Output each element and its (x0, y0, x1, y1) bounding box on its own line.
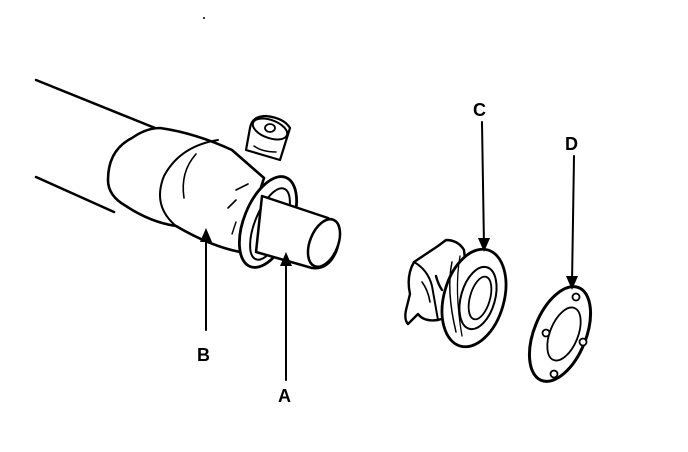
callout-arrow-d (566, 155, 578, 290)
callout-arrow-b (200, 228, 212, 331)
flange-plate (527, 285, 593, 383)
callout-arrow-c (478, 121, 490, 252)
shaft-assembly (34, 78, 342, 270)
grease-fitting (244, 114, 292, 162)
callout-label-c: C (473, 100, 486, 120)
bolt-hole-top (571, 292, 581, 302)
callout-label-d: D (565, 134, 578, 154)
bolt-hole-right (578, 337, 588, 347)
collar-shoulder (159, 139, 219, 227)
collar (106, 126, 266, 254)
callout-label-b: B (197, 345, 210, 365)
callout-label-a: A (278, 386, 291, 406)
bolt-hole-bottom (549, 369, 559, 379)
collar-front-edge (182, 153, 197, 199)
tube-top-edge (34, 78, 162, 132)
tube-bottom-edge (34, 175, 116, 214)
drive-shaft (254, 194, 342, 270)
speck (203, 17, 205, 19)
bolt-hole-left (541, 328, 551, 338)
bushing-part (404, 238, 508, 349)
callout-arrow-a (280, 252, 292, 381)
